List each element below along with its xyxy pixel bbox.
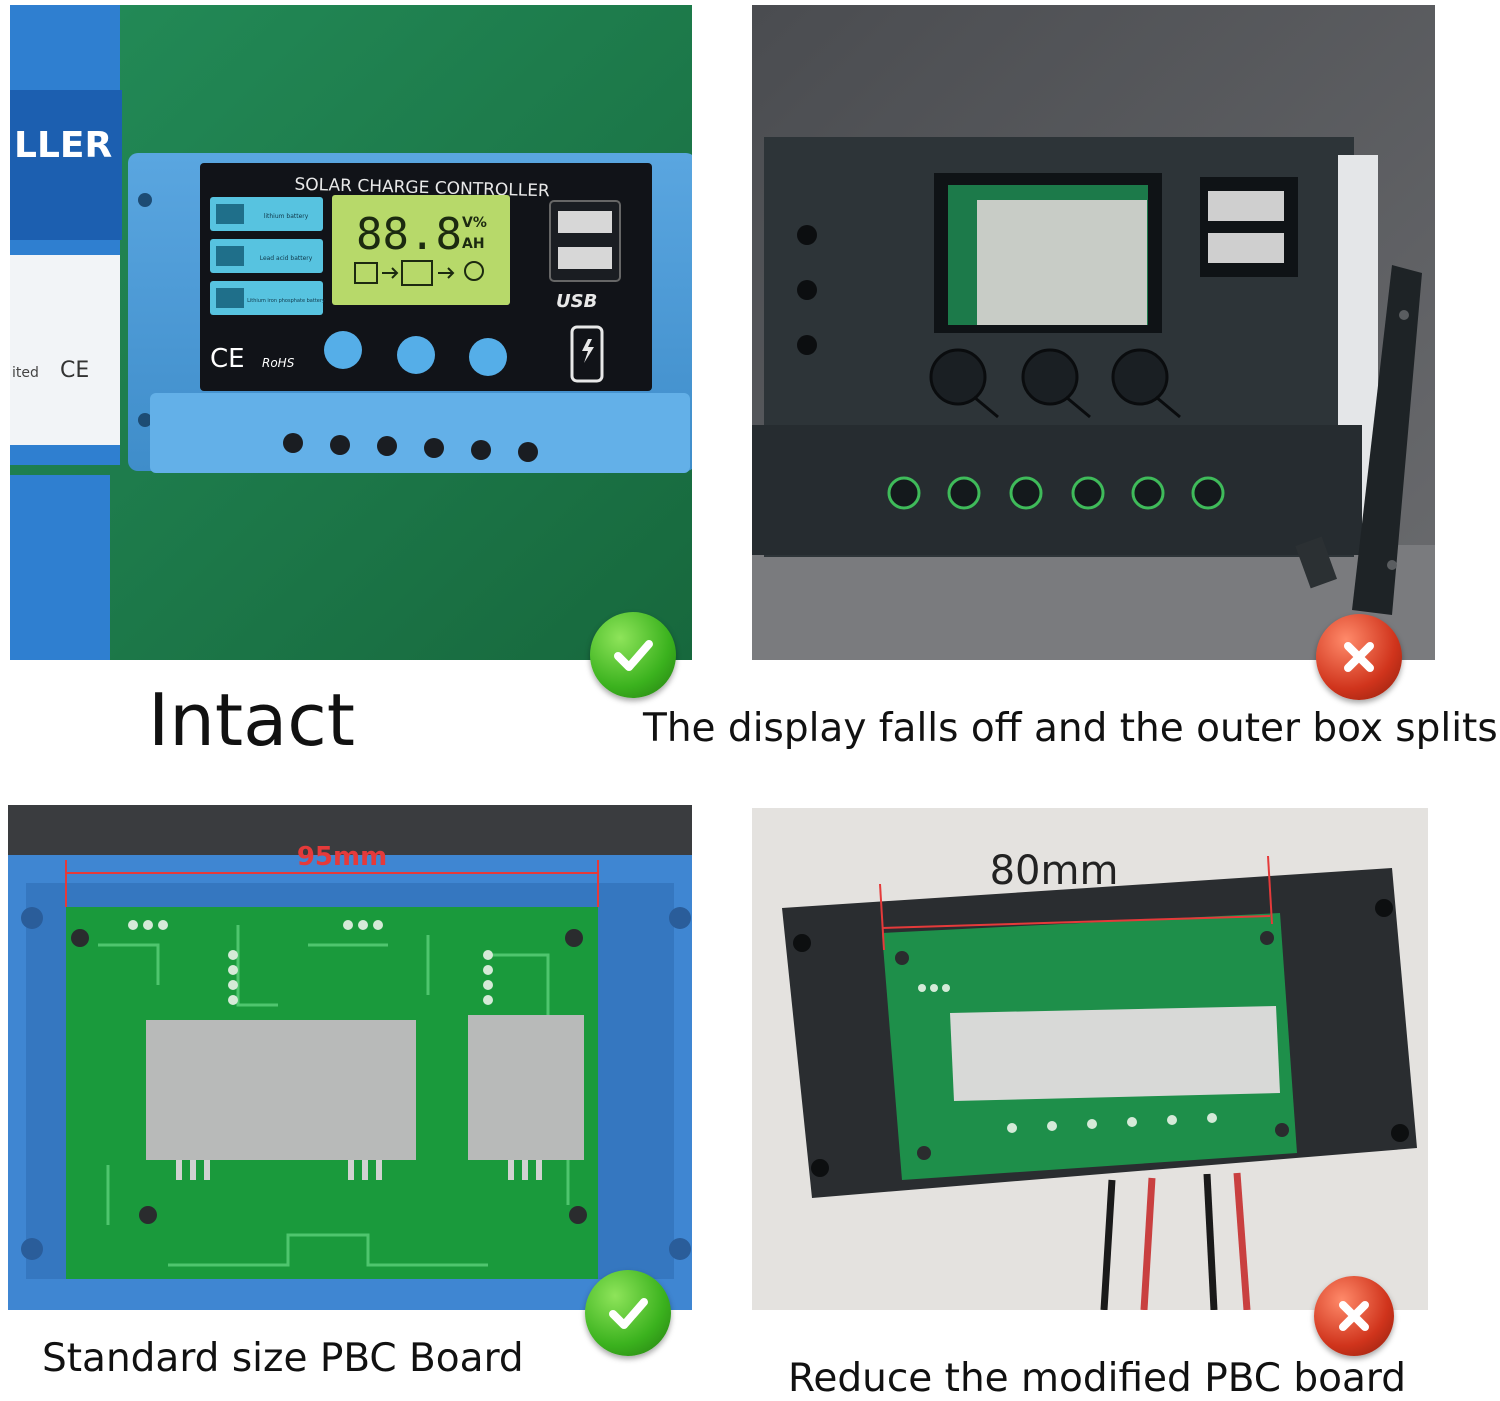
thermal-pad-large — [146, 1020, 416, 1160]
caption-reduced-pcb: Reduce the modified PBC board — [788, 1356, 1407, 1401]
box-small-text: ited — [12, 365, 39, 381]
photo-broken-controller — [752, 5, 1435, 660]
battery-label-lithium-iron: Lithium iron phosphate battery — [247, 298, 325, 304]
thermal-pad-small — [468, 1015, 584, 1160]
control-buttons — [929, 348, 1181, 419]
measurement-80mm: 80mm — [990, 848, 1119, 894]
thermal-pad — [950, 1006, 1280, 1101]
check-icon — [590, 612, 676, 698]
box-ce-mark: CE — [60, 358, 89, 383]
box-brand-text: LLER — [14, 125, 112, 166]
photo-intact-controller: LLER ited CE SOLAR CHARGE CONTROLLER lit… — [10, 5, 692, 660]
battery-label-lithium: lithium battery — [264, 213, 309, 220]
caption-display-falls-off: The display falls off and the outer box … — [643, 706, 1498, 751]
lcd-unit-bottom: AH — [462, 236, 485, 252]
photo-reduced-pcb: 80mm — [752, 808, 1428, 1310]
rohs-mark: RoHS — [262, 356, 295, 370]
measure-line — [881, 915, 1271, 929]
terminal-holes — [283, 433, 538, 462]
photo-standard-pcb: 95mm — [8, 805, 692, 1310]
front-ce-mark: CE — [210, 344, 245, 374]
lcd-flow-icons — [354, 260, 484, 286]
lcd-digits: 88.8 — [356, 209, 462, 260]
caption-standard-pcb: Standard size PBC Board — [42, 1336, 524, 1381]
cross-icon — [1316, 614, 1402, 700]
phone-icon — [570, 325, 604, 383]
lcd-screen — [977, 200, 1147, 325]
caption-intact: Intact — [148, 678, 356, 762]
control-buttons — [324, 331, 507, 376]
lcd-unit-top: V% — [462, 215, 487, 231]
terminal-holes — [887, 476, 1225, 510]
intact-controller-illustration: LLER ited CE SOLAR CHARGE CONTROLLER lit… — [10, 5, 692, 660]
battery-type-list: lithium battery Lead acid battery Lithiu… — [210, 197, 325, 315]
usb-label: USB — [556, 291, 597, 312]
broken-controller-illustration — [752, 5, 1435, 660]
cross-icon — [1314, 1276, 1394, 1356]
reduced-pcb-illustration: 80mm — [752, 808, 1428, 1310]
battery-label-lead-acid: Lead acid battery — [260, 255, 313, 262]
measurement-95mm: 95mm — [297, 842, 387, 872]
check-icon — [585, 1270, 671, 1356]
standard-pcb-illustration: 95mm — [8, 805, 692, 1310]
